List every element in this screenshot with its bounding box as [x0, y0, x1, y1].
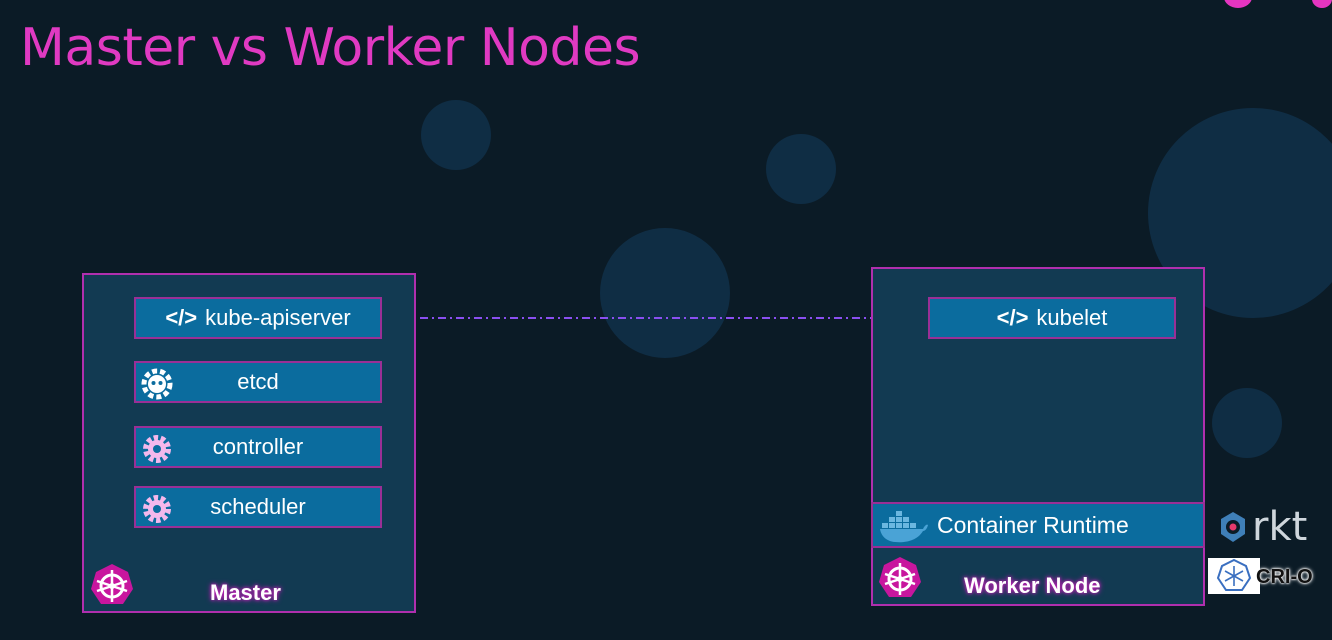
- gear-icon: [143, 495, 171, 523]
- bg-bubble: [1212, 388, 1282, 458]
- controller-label: controller: [212, 434, 304, 459]
- crio-snowflake-icon: [1216, 558, 1252, 591]
- rkt-logo: rkt: [1218, 504, 1307, 550]
- crio-label: CRI-O: [1256, 566, 1313, 588]
- kubelet-box[interactable]: </> kubelet: [928, 297, 1176, 339]
- bg-bubble: [600, 228, 730, 358]
- decor-dot: [1224, 0, 1252, 8]
- crio-logo: [1208, 558, 1260, 594]
- scheduler-label: scheduler: [210, 494, 306, 519]
- decor-dot: [1312, 0, 1332, 8]
- kubernetes-helm-icon: [91, 564, 133, 604]
- worker-node-label: Worker Node: [964, 573, 1101, 598]
- gear-icon: [143, 435, 171, 463]
- bg-bubble: [766, 134, 836, 204]
- rkt-icon: [1221, 512, 1245, 542]
- controller-box[interactable]: controller: [134, 426, 382, 468]
- bg-bubble: [421, 100, 491, 170]
- kube-apiserver-box[interactable]: </> kube-apiserver: [134, 297, 382, 339]
- etcd-box[interactable]: etcd: [134, 361, 382, 403]
- etcd-gear-icon: [141, 368, 173, 400]
- scheduler-box[interactable]: scheduler: [134, 486, 382, 528]
- code-icon: </>: [996, 305, 1029, 330]
- etcd-label: etcd: [237, 369, 279, 394]
- slide-title: Master vs Worker Nodes: [20, 18, 641, 78]
- kubernetes-helm-icon: [879, 557, 921, 597]
- container-runtime-label: Container Runtime: [937, 511, 1129, 538]
- container-runtime-box[interactable]: Container Runtime: [871, 502, 1205, 548]
- rkt-label: rkt: [1252, 504, 1308, 550]
- kubelet-label: kubelet: [1036, 305, 1108, 330]
- master-label: Master: [210, 580, 281, 605]
- kube-apiserver-label: kube-apiserver: [205, 305, 351, 330]
- docker-whale-icon: [880, 511, 928, 543]
- code-icon: </>: [165, 305, 198, 330]
